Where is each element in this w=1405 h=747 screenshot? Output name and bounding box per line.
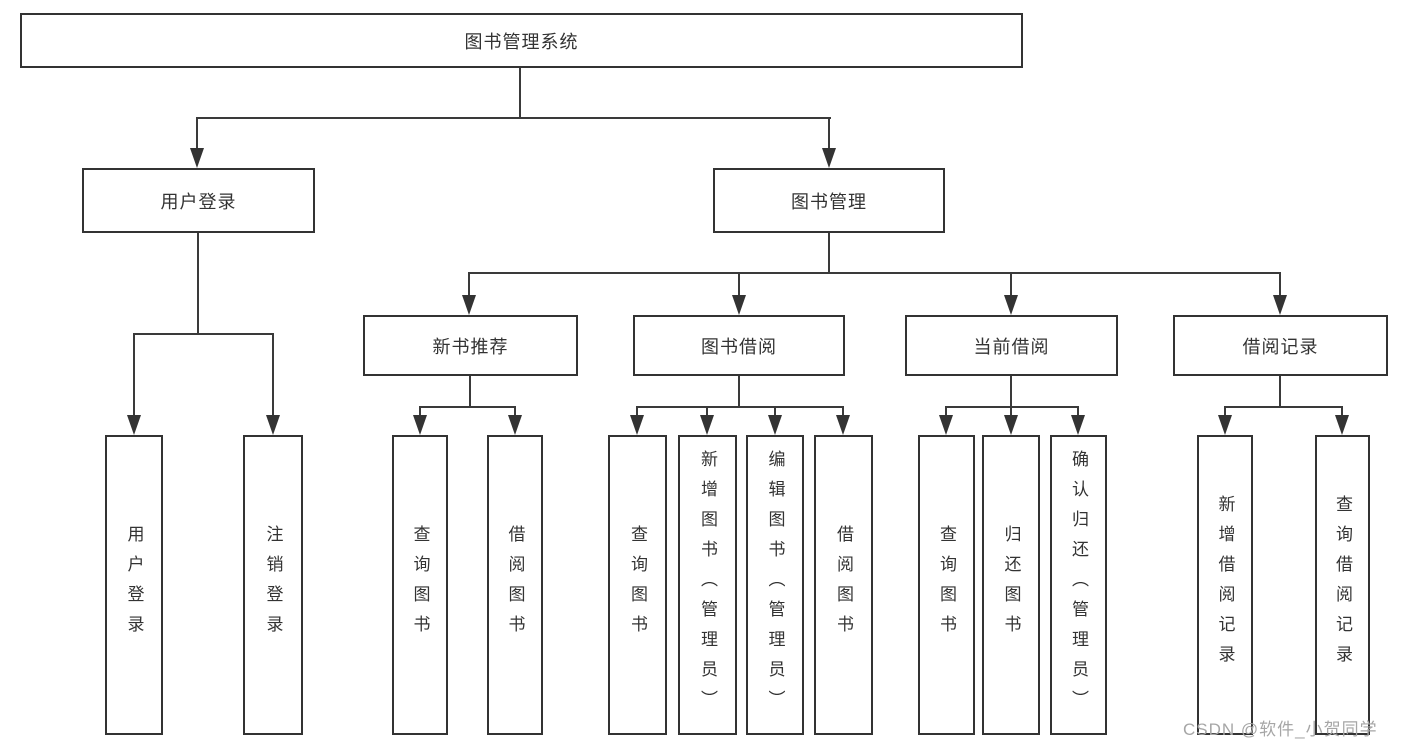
leaf-logout: 注销登录	[243, 435, 303, 735]
connector-book-mgmt-hline	[468, 272, 1281, 274]
connector-root-hline	[196, 117, 831, 119]
leaf-edit-book-admin: 编辑图书（管理员）	[746, 435, 804, 735]
arrow-down-add-record	[1218, 415, 1232, 435]
connector-drop-borrow	[738, 272, 740, 298]
connector-recommend-hline	[419, 406, 515, 408]
connector-drop-add-book	[706, 406, 708, 419]
connector-drop-user-login	[196, 117, 198, 155]
node-book-borrow: 图书借阅	[633, 315, 845, 376]
node-borrow-records-label: 借阅记录	[1242, 336, 1319, 357]
arrow-down-return-books	[1004, 415, 1018, 435]
arrow-down-query-borrow	[630, 415, 644, 435]
arrow-down-edit-book	[768, 415, 782, 435]
leaf-borrow-books-recommend: 借阅图书	[487, 435, 543, 735]
arrow-down-book-mgmt	[822, 148, 836, 168]
arrow-down-confirm-return	[1071, 415, 1085, 435]
leaf-user-login: 用户登录	[105, 435, 163, 735]
leaf-query-books-borrow-label: 查询图书	[628, 525, 647, 645]
csdn-watermark: CSDN @软件_小贺同学	[1183, 720, 1378, 739]
node-library-system-label: 图书管理系统	[464, 31, 579, 52]
connector-drop-login-leaf	[133, 333, 135, 419]
node-book-borrow-label: 图书借阅	[701, 336, 777, 357]
leaf-query-borrow-record: 查询借阅记录	[1315, 435, 1370, 735]
node-user-login-label: 用户登录	[160, 191, 237, 212]
leaf-edit-book-admin-label: 编辑图书（管理员）	[765, 450, 785, 720]
leaf-confirm-return-admin-label: 确认归还（管理员）	[1069, 450, 1088, 720]
arrow-down-user-login	[190, 148, 204, 168]
connector-drop-borrow-recommend	[514, 406, 516, 419]
connector-root-stub	[519, 68, 521, 118]
leaf-return-books-label: 归还图书	[1001, 525, 1021, 645]
connector-borrow-stub	[738, 376, 740, 407]
arrow-down-records	[1273, 295, 1287, 315]
connector-drop-current	[1010, 272, 1012, 298]
connector-user-login-stub	[197, 233, 199, 334]
arrow-down-current	[1004, 295, 1018, 315]
connector-drop-borrow-books	[842, 406, 844, 419]
connector-recommend-stub	[469, 376, 471, 407]
leaf-add-book-admin: 新增图书（管理员）	[678, 435, 737, 735]
connector-drop-records	[1279, 272, 1281, 298]
node-borrow-records: 借阅记录	[1173, 315, 1388, 376]
arrow-down-borrow-books	[836, 415, 850, 435]
connector-drop-edit-book	[774, 406, 776, 419]
node-user-login: 用户登录	[82, 168, 315, 233]
arrow-down-query-record	[1335, 415, 1349, 435]
leaf-borrow-books-label: 借阅图书	[834, 525, 853, 645]
connector-drop-query-borrow	[636, 406, 638, 419]
connector-drop-recommend	[468, 272, 470, 298]
connector-drop-query-current	[945, 406, 947, 419]
connector-drop-confirm-return	[1077, 406, 1079, 419]
connector-current-stub	[1010, 376, 1012, 407]
leaf-add-book-admin-label: 新增图书（管理员）	[698, 450, 717, 720]
arrow-down-login-leaf	[127, 415, 141, 435]
leaf-borrow-books: 借阅图书	[814, 435, 873, 735]
connector-drop-return-books	[1010, 406, 1012, 419]
node-new-book-recommend-label: 新书推荐	[432, 336, 509, 357]
connector-records-stub	[1279, 376, 1281, 407]
connector-drop-add-record	[1224, 406, 1226, 419]
node-library-system: 图书管理系统	[20, 13, 1023, 68]
leaf-logout-label: 注销登录	[263, 525, 283, 645]
connector-records-hline	[1224, 406, 1343, 408]
leaf-user-login-label: 用户登录	[124, 525, 144, 645]
arrow-down-borrow	[732, 295, 746, 315]
leaf-query-books-borrow: 查询图书	[608, 435, 667, 735]
leaf-confirm-return-admin: 确认归还（管理员）	[1050, 435, 1107, 735]
leaf-query-borrow-record-label: 查询借阅记录	[1333, 495, 1352, 675]
arrow-down-recommend	[462, 295, 476, 315]
leaf-query-books-current: 查询图书	[918, 435, 975, 735]
leaf-borrow-books-recommend-label: 借阅图书	[505, 525, 525, 645]
node-current-borrow: 当前借阅	[905, 315, 1118, 376]
arrow-down-logout-leaf	[266, 415, 280, 435]
arrow-down-borrow-recommend	[508, 415, 522, 435]
leaf-add-borrow-record-label: 新增借阅记录	[1215, 495, 1235, 675]
arrow-down-query-current	[939, 415, 953, 435]
node-new-book-recommend: 新书推荐	[363, 315, 578, 376]
leaf-return-books: 归还图书	[982, 435, 1040, 735]
leaf-query-books-recommend: 查询图书	[392, 435, 448, 735]
leaf-query-books-current-label: 查询图书	[937, 525, 956, 645]
connector-drop-book-mgmt	[828, 117, 830, 155]
arrow-down-query-recommend	[413, 415, 427, 435]
connector-drop-query-record	[1341, 406, 1343, 419]
connector-drop-logout-leaf	[272, 333, 274, 419]
leaf-query-books-recommend-label: 查询图书	[410, 525, 430, 645]
arrow-down-add-book	[700, 415, 714, 435]
connector-user-login-hline	[133, 333, 274, 335]
connector-book-mgmt-stub	[828, 233, 830, 274]
connector-drop-query-recommend	[419, 406, 421, 419]
node-book-management-label: 图书管理	[791, 191, 867, 212]
node-current-borrow-label: 当前借阅	[973, 336, 1050, 357]
node-book-management: 图书管理	[713, 168, 945, 233]
leaf-add-borrow-record: 新增借阅记录	[1197, 435, 1253, 735]
connector-borrow-hline	[636, 406, 843, 408]
